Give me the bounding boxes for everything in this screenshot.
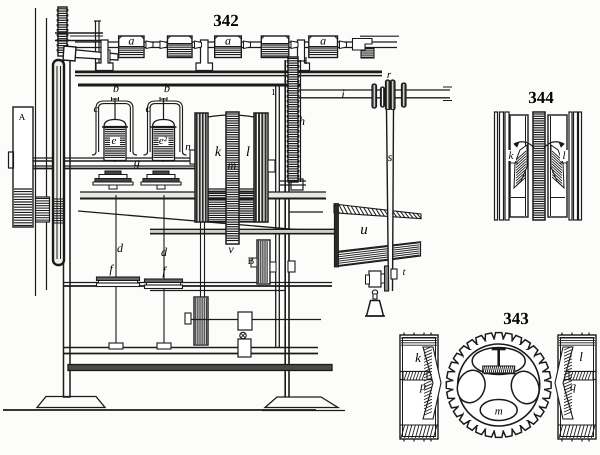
svg-text:m: m — [495, 406, 503, 418]
svg-text:a: a — [128, 34, 134, 48]
svg-text:h: h — [299, 114, 305, 128]
svg-text:b: b — [113, 81, 119, 95]
svg-text:u: u — [360, 222, 368, 238]
svg-text:e: e — [112, 135, 117, 147]
svg-text:343: 343 — [503, 309, 529, 328]
svg-text:a: a — [320, 34, 326, 48]
svg-text:g: g — [134, 155, 140, 169]
svg-text:q: q — [570, 379, 576, 393]
svg-text:i: i — [341, 87, 344, 101]
svg-text:c: c — [146, 103, 151, 115]
svg-text:c: c — [94, 103, 99, 115]
svg-text:k: k — [215, 145, 222, 160]
svg-text:342: 342 — [213, 11, 239, 30]
svg-text:l: l — [246, 145, 250, 160]
svg-text:l: l — [562, 150, 565, 162]
svg-text:1: 1 — [271, 87, 276, 97]
svg-text:b: b — [164, 81, 170, 95]
svg-text:d: d — [117, 241, 124, 255]
svg-text:l: l — [579, 349, 583, 364]
svg-text:f: f — [109, 262, 114, 276]
svg-text:d: d — [161, 245, 168, 259]
svg-text:A: A — [19, 112, 26, 122]
svg-text:k: k — [509, 150, 515, 162]
svg-text:s: s — [388, 150, 393, 164]
svg-text:e²: e² — [159, 135, 168, 147]
svg-text:344: 344 — [528, 88, 554, 107]
svg-text:m: m — [228, 158, 237, 172]
svg-text:p: p — [419, 379, 426, 393]
svg-text:t: t — [403, 267, 406, 278]
svg-text:v: v — [228, 242, 234, 256]
svg-text:B: B — [248, 256, 255, 267]
svg-text:f: f — [162, 264, 167, 278]
svg-text:r: r — [387, 69, 392, 81]
svg-text:k: k — [415, 350, 421, 365]
svg-text:n: n — [185, 141, 191, 153]
svg-text:a: a — [225, 34, 231, 48]
